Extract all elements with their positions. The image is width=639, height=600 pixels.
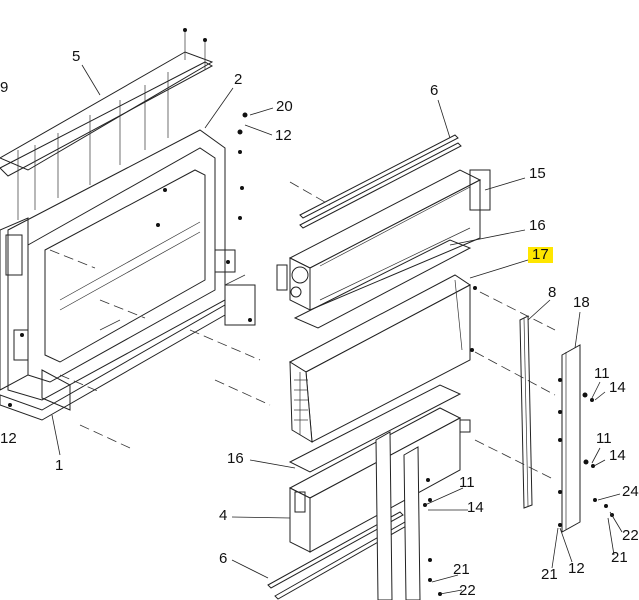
callout-14: 14	[609, 379, 626, 396]
callout-14: 14	[609, 447, 626, 464]
callout-20: 20	[276, 98, 293, 115]
callout-21: 21	[453, 561, 470, 578]
callout-16: 16	[529, 217, 546, 234]
callout-1: 1	[55, 457, 64, 474]
foam-pad-top	[293, 239, 472, 329]
callout-12: 12	[0, 430, 17, 447]
side-bracket	[561, 344, 581, 533]
callout-17-highlighted: 17	[528, 247, 553, 263]
callout-12: 12	[568, 560, 585, 577]
callout-11: 11	[459, 474, 475, 491]
leader-lines	[51, 64, 623, 595]
callout-5: 5	[72, 48, 81, 65]
callout-24: 24	[622, 483, 639, 500]
assembly-guide-lines	[49, 181, 556, 481]
seal-strips-top	[299, 134, 462, 229]
callout-4: 4	[219, 507, 228, 524]
callout-11: 11	[596, 430, 612, 447]
callout-18: 18	[573, 294, 590, 311]
frame-bolts	[8, 28, 252, 407]
callout-6: 6	[219, 550, 228, 567]
foam-pad-bottom	[288, 384, 462, 473]
callout-2: 2	[234, 71, 243, 88]
radiator-core-assembly	[288, 274, 477, 443]
callout-15: 15	[529, 165, 546, 182]
callout-14: 14	[467, 499, 484, 516]
callout-11: 11	[594, 365, 610, 382]
vertical-seal	[519, 315, 533, 509]
callout-12: 12	[275, 127, 292, 144]
center-bracket	[375, 431, 421, 600]
hardware-fasteners	[423, 378, 614, 596]
callout-21: 21	[541, 566, 558, 583]
callout-22: 22	[622, 527, 639, 544]
callout-6: 6	[430, 82, 439, 99]
header-tank-assembly	[276, 169, 491, 311]
main-frame-assembly	[0, 30, 256, 421]
callout-9: 9	[0, 79, 9, 96]
callout-8: 8	[548, 284, 557, 301]
callout-16: 16	[227, 450, 244, 467]
callout-21: 21	[611, 549, 628, 566]
callout-22: 22	[459, 582, 476, 599]
